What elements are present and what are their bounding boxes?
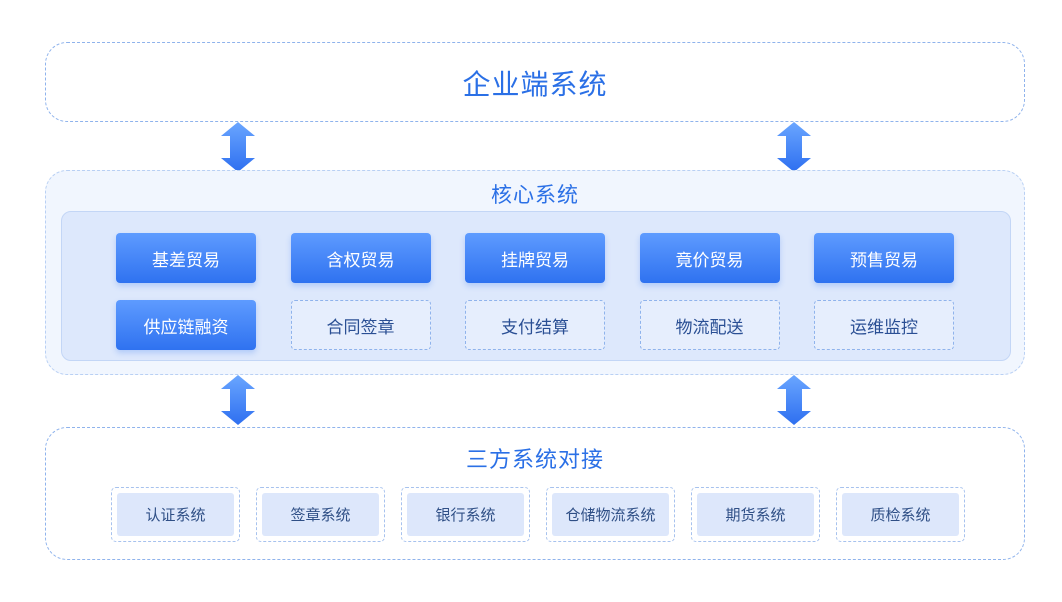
- double-arrow-vertical-icon: [221, 375, 255, 425]
- third-party-system[interactable]: 质检系统: [836, 487, 965, 542]
- third-party-system[interactable]: 签章系统: [256, 487, 385, 542]
- enterprise-layer-title: 企业端系统: [462, 68, 608, 101]
- enterprise-layer: 企业端系统: [45, 42, 1025, 122]
- third-party-layer-title: 三方系统对接: [465, 448, 604, 473]
- core-module[interactable]: 物流配送: [639, 300, 780, 350]
- third-party-system-label: 期货系统: [697, 493, 814, 536]
- core-module[interactable]: 合同签章: [290, 300, 431, 350]
- core-module[interactable]: 运维监控: [814, 300, 954, 350]
- double-arrow-vertical-icon: [777, 375, 811, 425]
- third-party-system-label: 仓储物流系统: [552, 493, 669, 536]
- core-module[interactable]: 基差贸易: [116, 233, 256, 283]
- core-layer: 核心系统 基差贸易 含权贸易 挂牌贸易 竟价贸易 预售贸易 供应链融资 合同签章…: [45, 170, 1025, 375]
- third-party-system[interactable]: 期货系统: [691, 487, 820, 542]
- third-party-system[interactable]: 认证系统: [111, 487, 240, 542]
- third-party-layer: 三方系统对接 认证系统 签章系统 银行系统 仓储物流系统 期货系统 质检系统: [45, 427, 1025, 560]
- core-layer-title: 核心系统: [491, 183, 579, 207]
- third-party-system[interactable]: 仓储物流系统: [546, 487, 675, 542]
- third-party-system[interactable]: 银行系统: [401, 487, 530, 542]
- third-party-systems: 认证系统 签章系统 银行系统 仓储物流系统 期货系统 质检系统: [111, 487, 965, 542]
- double-arrow-vertical-icon: [221, 122, 255, 172]
- third-party-system-label: 签章系统: [262, 493, 379, 536]
- core-module[interactable]: 预售贸易: [814, 233, 954, 283]
- core-module[interactable]: 供应链融资: [116, 300, 256, 350]
- core-module[interactable]: 含权贸易: [290, 233, 431, 283]
- core-module[interactable]: 竟价贸易: [639, 233, 780, 283]
- third-party-system-label: 质检系统: [842, 493, 959, 536]
- core-module[interactable]: 挂牌贸易: [465, 233, 605, 283]
- core-modules-grid: 基差贸易 含权贸易 挂牌贸易 竟价贸易 预售贸易 供应链融资 合同签章 支付结算…: [116, 233, 954, 350]
- double-arrow-vertical-icon: [777, 122, 811, 172]
- core-modules-panel: 基差贸易 含权贸易 挂牌贸易 竟价贸易 预售贸易 供应链融资 合同签章 支付结算…: [61, 211, 1011, 361]
- third-party-system-label: 认证系统: [117, 493, 234, 536]
- third-party-system-label: 银行系统: [407, 493, 524, 536]
- core-module[interactable]: 支付结算: [465, 300, 605, 350]
